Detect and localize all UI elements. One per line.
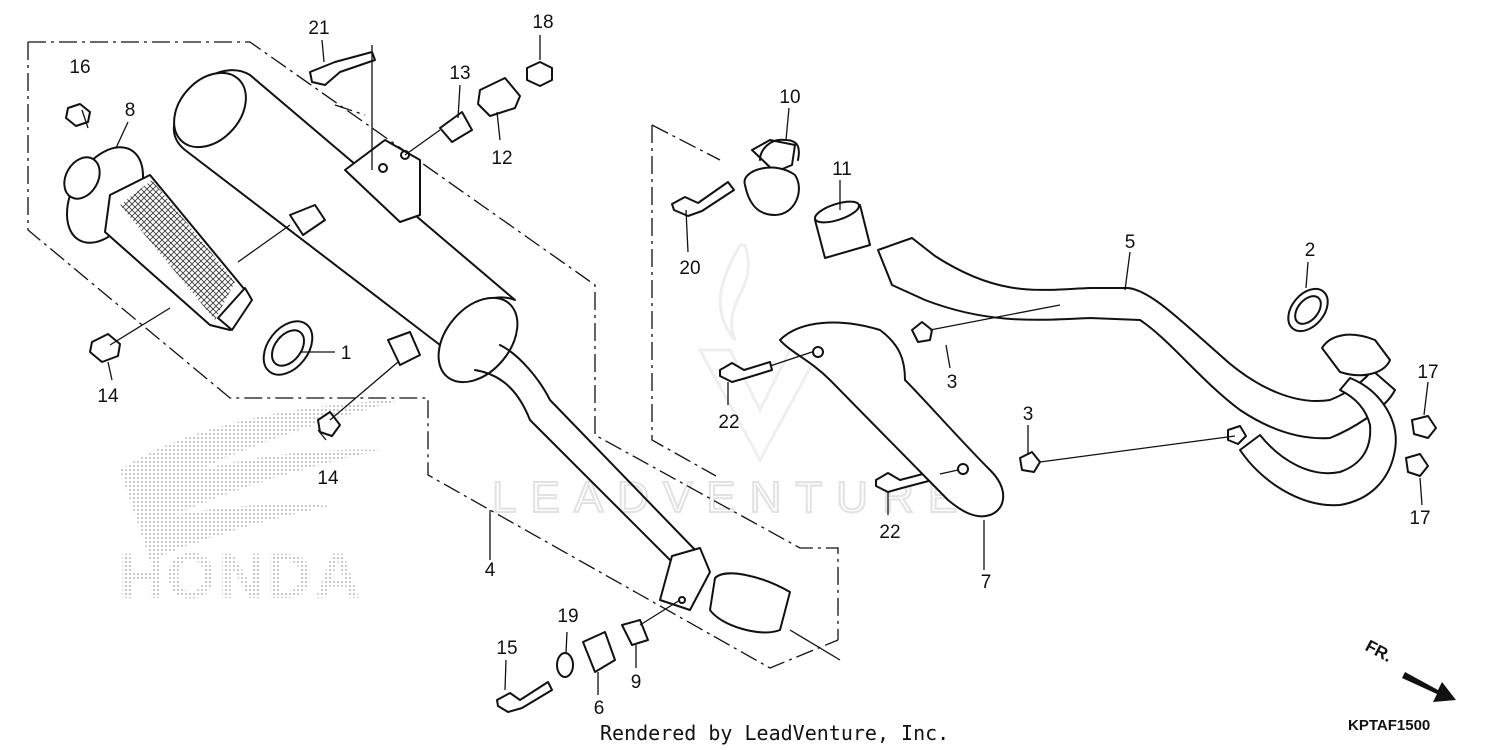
- render-credit: Rendered by LeadVenture, Inc.: [600, 721, 949, 745]
- leader-lines: [81, 35, 1429, 695]
- callout-20: 20: [679, 258, 700, 279]
- callout-3a: 3: [947, 372, 958, 393]
- joint-sleeve: [813, 200, 871, 259]
- front-pipe-group-outline: [651, 125, 717, 477]
- callout-10: 10: [779, 87, 800, 108]
- callout-18: 18: [532, 12, 553, 33]
- callout-1: 1: [341, 343, 352, 364]
- front-arrow-icon: [1402, 672, 1456, 702]
- callout-15: 15: [496, 638, 517, 659]
- callout-19: 19: [557, 606, 578, 627]
- front-direction-marker: FR.: [1362, 636, 1456, 702]
- exhaust-clamp: [743, 138, 800, 216]
- muffler-clip: [289, 204, 326, 236]
- callout-22b: 22: [879, 522, 900, 543]
- callout-17b: 17: [1409, 508, 1430, 529]
- callout-4: 4: [485, 560, 496, 581]
- callout-11: 11: [832, 159, 852, 180]
- spark-arrestor: [63, 146, 253, 331]
- fasteners: [65, 51, 1437, 713]
- honda-wing-logo: [120, 400, 400, 560]
- muffler-group-outline-lower: [27, 42, 839, 669]
- callout-13: 13: [449, 63, 470, 84]
- callout-17a: 17: [1417, 362, 1438, 383]
- callout-14b: 14: [317, 468, 339, 489]
- front-pipe-group-top: [651, 124, 721, 161]
- honda-logo-text: HONDA: [118, 540, 363, 612]
- muffler-gasket: [262, 320, 314, 376]
- callout-14a: 14: [97, 386, 119, 407]
- outline-segment: [334, 104, 366, 116]
- callout-6: 6: [594, 698, 605, 719]
- callout-5: 5: [1125, 232, 1136, 253]
- callout-labels: 1 2 3 3 4 5 6 7 8 9 10 11 12 13 14 14 15…: [69, 12, 1438, 719]
- muffler-body: [172, 69, 791, 634]
- callout-2: 2: [1305, 240, 1316, 261]
- callout-22a: 22: [718, 412, 739, 433]
- muffler-group-outline: [28, 41, 839, 640]
- front-label: FR.: [1362, 636, 1395, 666]
- callout-8: 8: [125, 100, 136, 121]
- heat-protector: [779, 321, 1005, 518]
- callout-9: 9: [631, 672, 642, 693]
- callout-21: 21: [308, 18, 329, 39]
- callout-16: 16: [69, 57, 90, 78]
- callout-7: 7: [981, 572, 992, 593]
- callout-12: 12: [491, 148, 512, 169]
- exhaust-pipe: [877, 237, 1397, 507]
- diagram-code: KPTAF1500: [1348, 717, 1430, 734]
- muffler-clip-lower: [387, 331, 421, 366]
- callout-3b: 3: [1023, 404, 1034, 425]
